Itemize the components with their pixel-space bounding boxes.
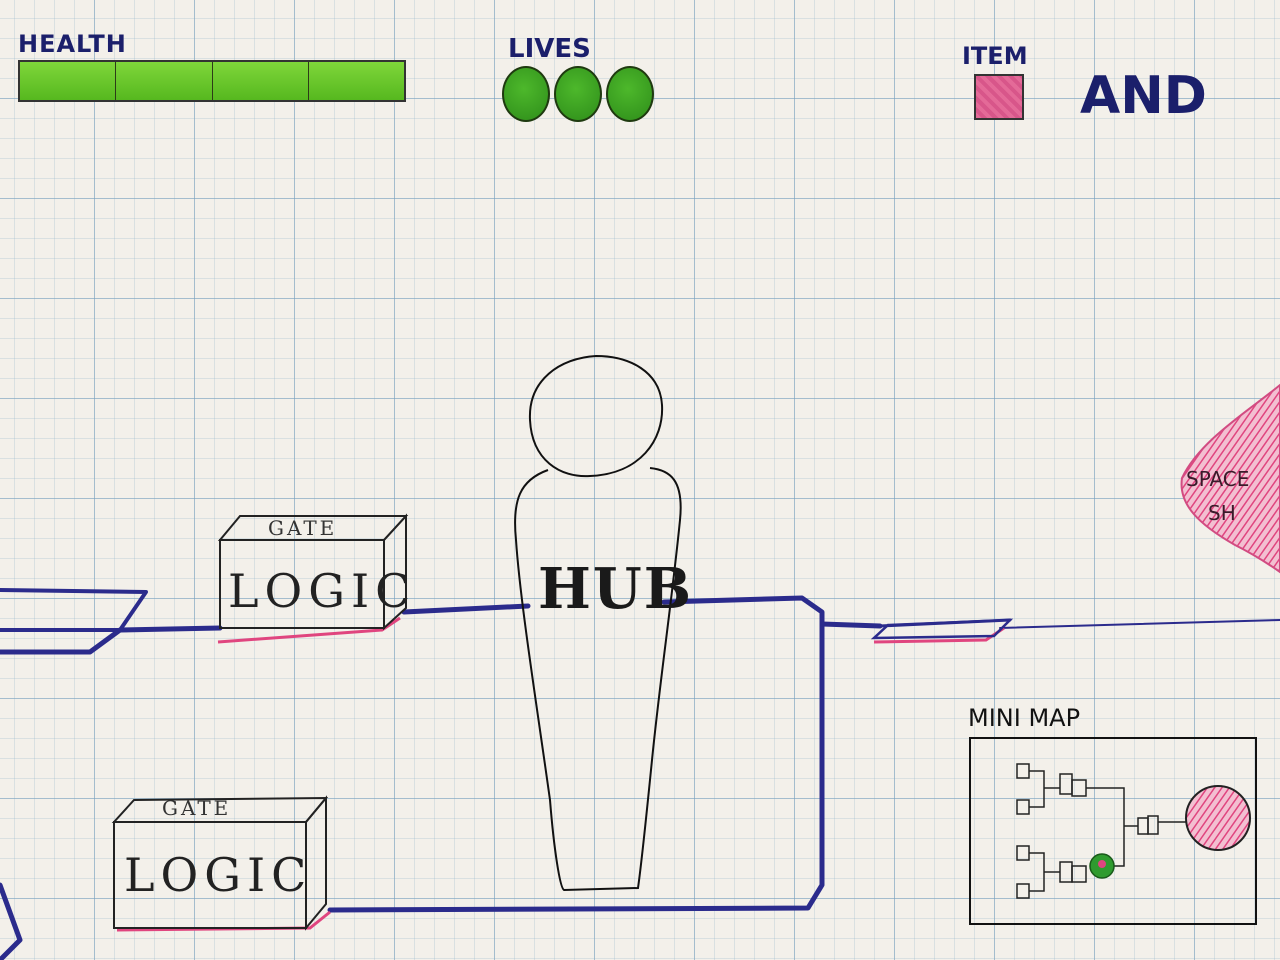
offscreen-label-line1: SPACE: [1186, 467, 1250, 491]
health-label: HEALTH: [18, 30, 127, 58]
right-platform: [870, 618, 1014, 640]
health-segment: [116, 62, 213, 100]
life-icon: [502, 66, 550, 122]
hub-label: HUB: [538, 556, 694, 622]
item-slot[interactable]: [974, 74, 1024, 120]
item-name: AND: [1080, 66, 1207, 126]
gate-2-main-label: LOGIC: [124, 848, 313, 902]
health-segment: [308, 62, 404, 100]
gate-1-main-label: LOGIC: [228, 564, 417, 618]
health-segment: [20, 62, 117, 100]
gate-1-top-label: GATE: [268, 516, 338, 540]
logic-gate-1[interactable]: [217, 513, 409, 631]
lives-label: LIVES: [508, 34, 591, 64]
lives-indicator: [502, 66, 654, 122]
wire-network: [0, 588, 1280, 960]
health-segment: [212, 62, 309, 100]
offscreen-label-line2: SH: [1208, 501, 1236, 525]
life-icon: [606, 66, 654, 122]
minimap-frame[interactable]: [969, 737, 1257, 925]
gate-2-top-label: GATE: [162, 796, 232, 820]
health-bar: [18, 60, 406, 102]
minimap-target-marker: [1185, 785, 1251, 851]
minimap-label: MINI MAP: [968, 704, 1081, 732]
life-icon: [554, 66, 602, 122]
item-label: ITEM: [962, 42, 1028, 70]
minimap-player-dot: [1098, 860, 1106, 868]
hub-character[interactable]: [514, 354, 682, 892]
offscreen-space-ship[interactable]: [1180, 383, 1280, 574]
logic-gate-2[interactable]: [111, 795, 329, 931]
offscreen-object-label: SPACE SH: [1186, 462, 1249, 530]
